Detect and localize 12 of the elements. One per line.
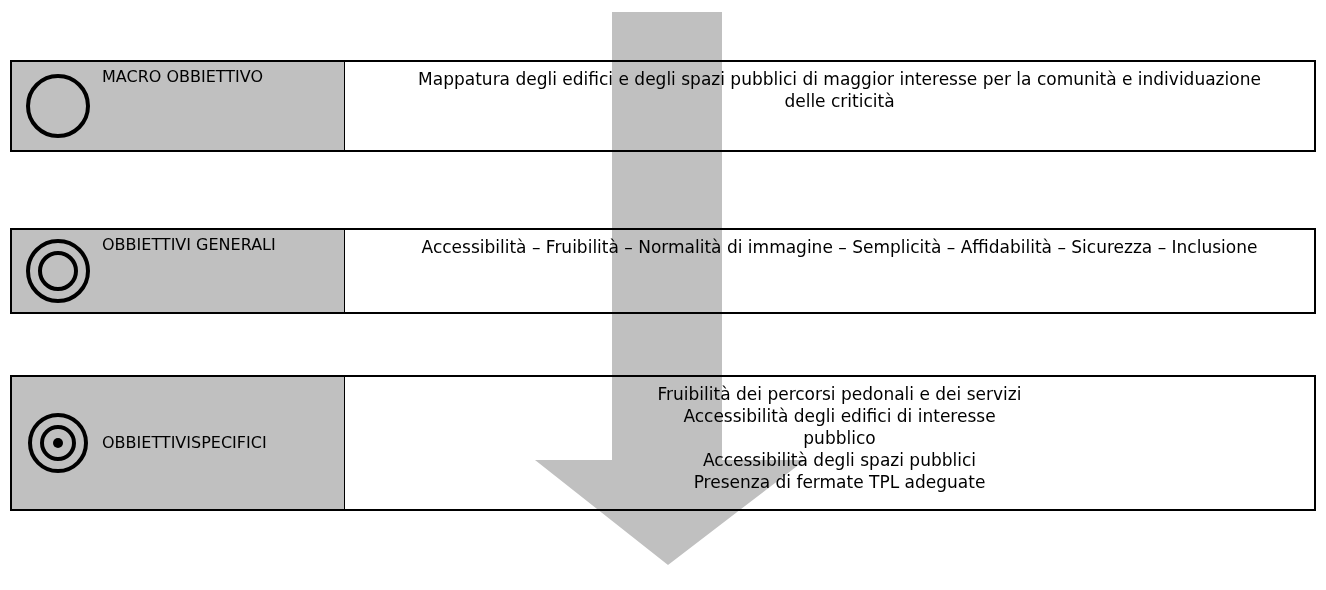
- content-text: Mappatura degli edifici e degli spazi pubblici di maggior interesse per la comunità e individuazione delle criticità: [417, 68, 1262, 113]
- content-text: Fruibilità dei percorsi pedonali e dei servizi: [656, 383, 1023, 406]
- content-text: Accessibilità – Fruibilità – Normalità di immagine – Semplicità – Affidabilità – Sicurezza – Inclusione: [420, 236, 1259, 259]
- content-text: Accessibilità degli edifici di interesse pubblico: [682, 405, 997, 450]
- label-text: OBBIETTIVI GENERALI: [102, 234, 276, 256]
- objective-label: [100, 62, 345, 150]
- objective-label: [100, 377, 345, 509]
- label-text: OBBIETTIVISPECIFICI: [102, 432, 267, 454]
- content-text: Accessibilità degli spazi pubblici: [701, 449, 977, 472]
- objective-label: [100, 230, 345, 312]
- content-text: Presenza di fermate TPL adeguate: [692, 471, 987, 494]
- label-text: MACRO OBBIETTIVO: [102, 66, 264, 88]
